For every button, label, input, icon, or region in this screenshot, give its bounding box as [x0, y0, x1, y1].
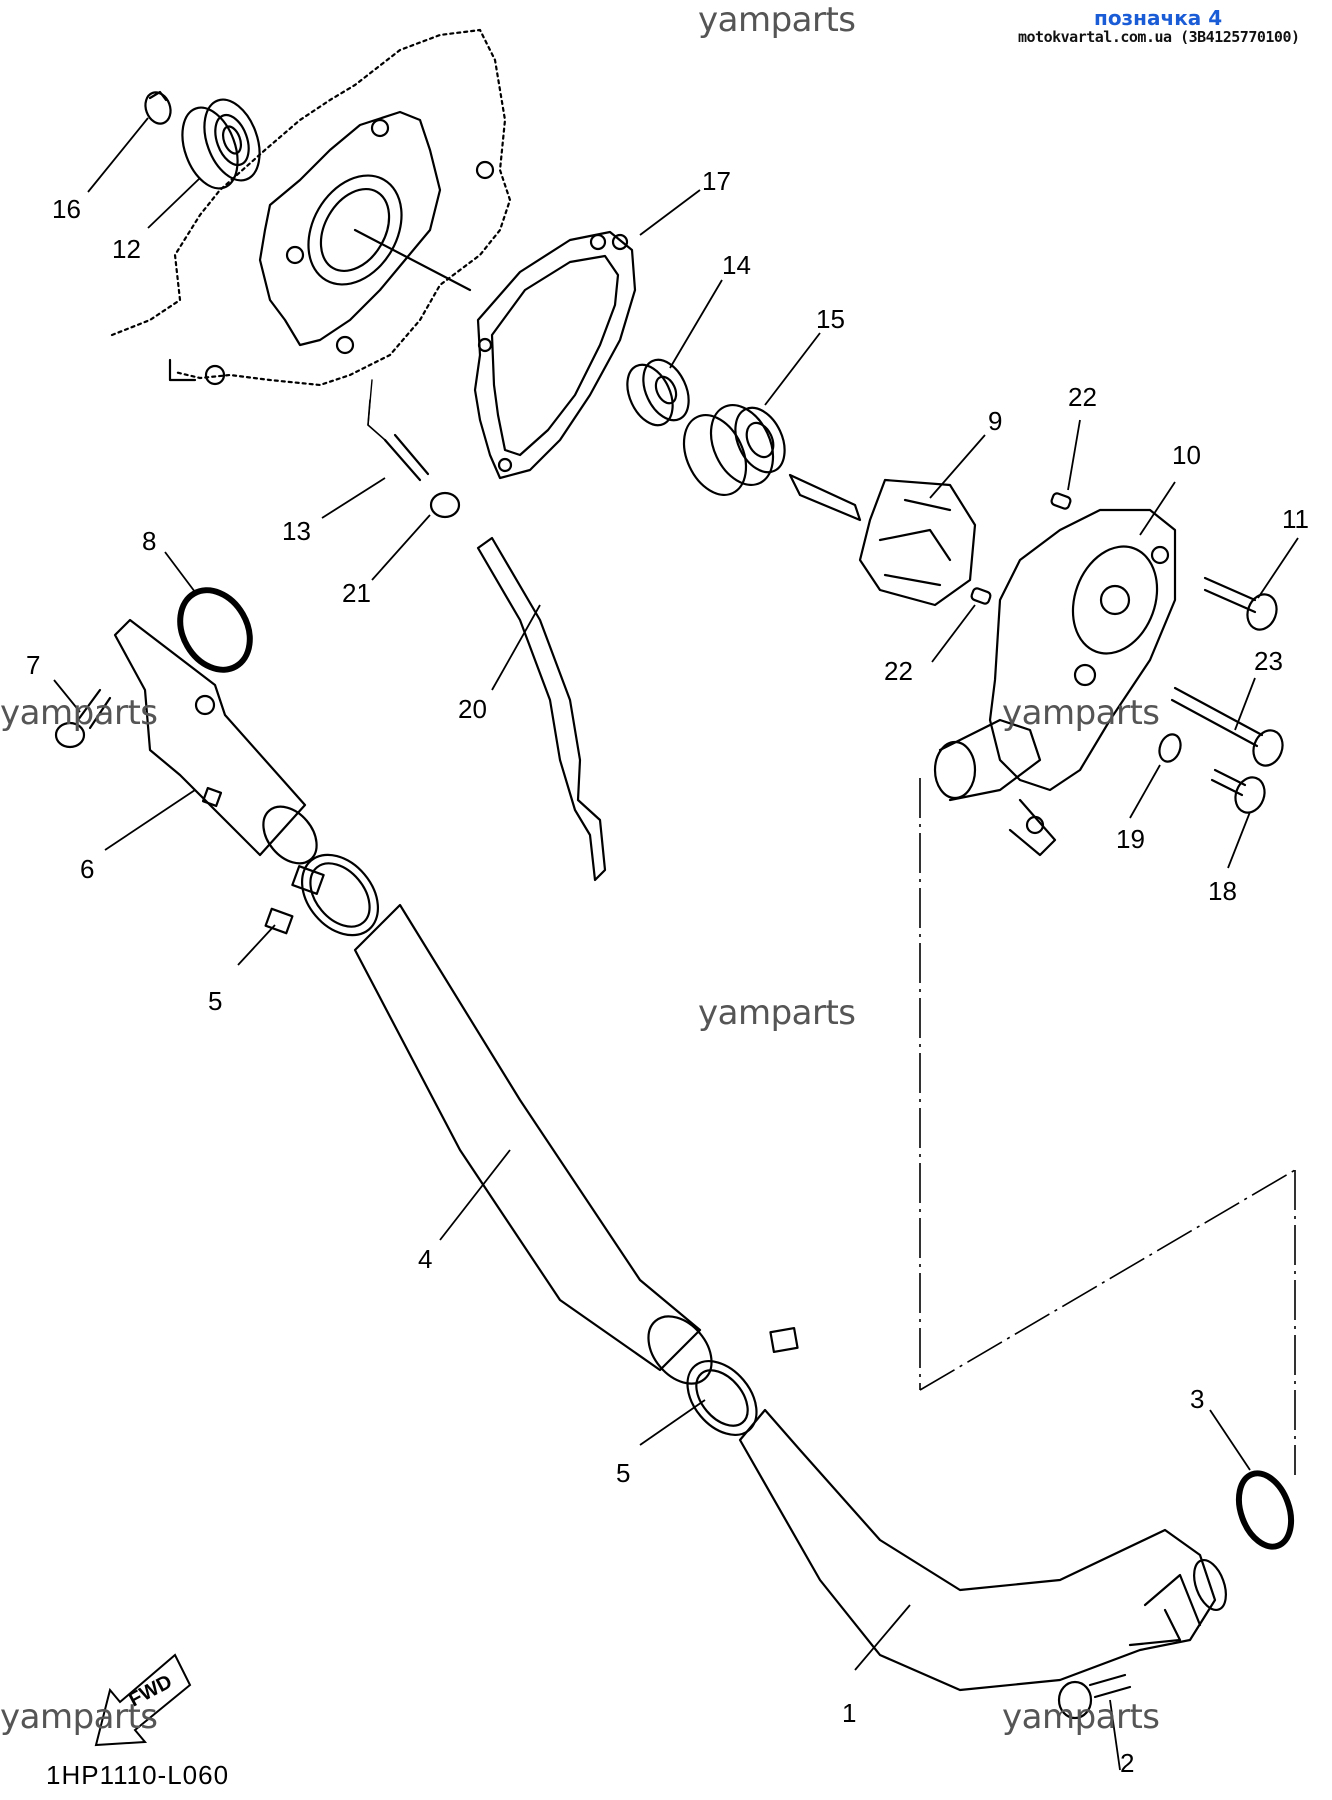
gasket-17 [473, 230, 637, 480]
mechanical-seal-15 [682, 404, 786, 496]
bolt-2 [1057, 1673, 1132, 1720]
watermark: yamparts [698, 993, 856, 1033]
callout-6: 6 [80, 854, 95, 884]
hose-4 [353, 903, 713, 1385]
callout-3: 3 [1190, 1384, 1205, 1414]
clamp-5-upper [264, 853, 380, 937]
watermark: yamparts [0, 693, 158, 733]
callout-4: 4 [418, 1244, 433, 1274]
callout-22: 22 [1068, 382, 1097, 412]
dowel-pin-22b [970, 587, 992, 605]
pipe-6 [113, 618, 318, 865]
callout-14: 14 [722, 250, 751, 280]
circlip-16 [144, 90, 172, 125]
callout-7: 7 [26, 650, 41, 680]
bearing-12 [181, 98, 261, 190]
callout-21: 21 [342, 578, 371, 608]
callout-12: 12 [112, 234, 141, 264]
breather-hose-20 [476, 536, 607, 882]
crankcase-cover [110, 28, 512, 387]
callout-20: 20 [458, 694, 487, 724]
callout-16: 16 [52, 194, 81, 224]
callout-1: 1 [842, 1698, 857, 1728]
callout-5a: 5 [208, 986, 223, 1016]
watermark: yamparts [1002, 1697, 1160, 1737]
assembly-guides [919, 778, 1296, 1475]
pipe-1 [738, 1408, 1227, 1692]
dowel-pin-22a [1050, 492, 1072, 510]
bolt-11 [1203, 576, 1278, 631]
leader-lines [53, 117, 1299, 1771]
callout-17: 17 [702, 166, 731, 196]
fwd-arrow-icon [94, 1653, 192, 1747]
bolt-23 [1170, 686, 1284, 767]
callout-8: 8 [142, 526, 157, 556]
watermark: yamparts [0, 1697, 158, 1737]
callout-22b: 22 [884, 656, 913, 686]
pump-housing-10 [933, 508, 1177, 857]
site-label: motokvartal.com.ua (3B4125770100) [1018, 28, 1300, 46]
o-ring-8 [177, 587, 253, 673]
diagram-code: 1HP1110-L060 [46, 1760, 230, 1790]
pin-13-guide [367, 399, 386, 441]
callout-2: 2 [1120, 1748, 1135, 1778]
washer-19 [1158, 733, 1182, 763]
clamp-5-lower [686, 1326, 799, 1436]
bolt-18 [1210, 768, 1266, 814]
impeller-9 [788, 473, 977, 607]
watermark: yamparts [1002, 693, 1160, 733]
callout-23: 23 [1254, 646, 1283, 676]
callout-10: 10 [1172, 440, 1201, 470]
watermark: yamparts [698, 0, 856, 40]
callout-13: 13 [282, 516, 311, 546]
callout-18: 18 [1208, 876, 1237, 906]
callout-19: 19 [1116, 824, 1145, 854]
cover-guide-line [367, 379, 373, 426]
pin-13 [383, 433, 430, 482]
hose-clip-21 [429, 491, 461, 519]
callout-9: 9 [988, 406, 1003, 436]
callout-5b: 5 [616, 1458, 631, 1488]
bolt-7 [54, 688, 112, 749]
o-ring-3 [1235, 1470, 1295, 1550]
callout-15: 15 [816, 304, 845, 334]
callout-11: 11 [1282, 504, 1309, 534]
badge-label: позначка 4 [1094, 6, 1223, 30]
seal-14 [626, 358, 690, 427]
